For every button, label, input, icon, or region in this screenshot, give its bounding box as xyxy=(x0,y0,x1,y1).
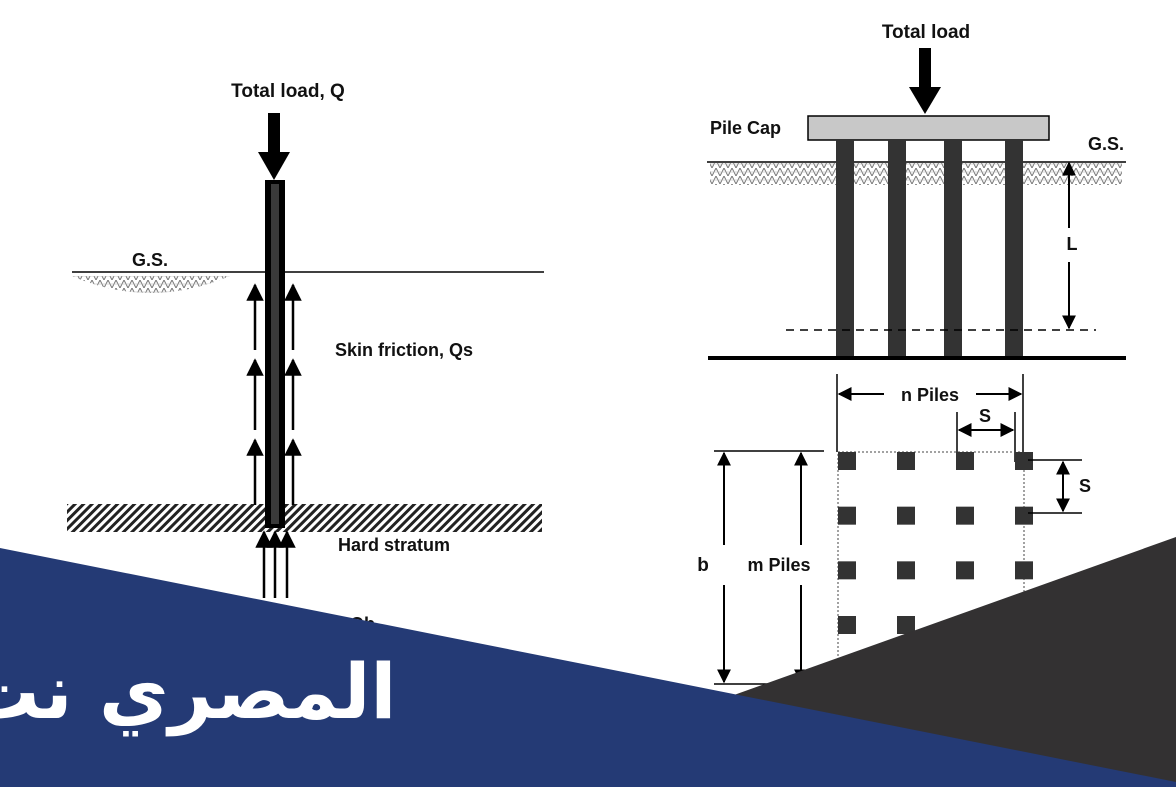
ground-surface xyxy=(72,271,544,293)
single-pile-diagram: Total load, Q G.S. Skin friction, Qs xyxy=(67,81,544,634)
width-b-label: b xyxy=(697,555,709,576)
pile-group-elevation: Total load Pile Cap G.S. L xyxy=(707,22,1126,360)
pile-plan-square xyxy=(897,561,915,580)
pile-cap-label: Pile Cap xyxy=(710,118,781,138)
group-piles xyxy=(836,140,1023,360)
pile-plan-square xyxy=(956,452,974,470)
pile-plan-square xyxy=(897,506,915,525)
skin-friction-arrows xyxy=(246,283,302,505)
length-label: L xyxy=(1067,234,1078,254)
pile xyxy=(265,180,285,528)
pile-group-plan: n Piles S b m Piles S xyxy=(697,374,1091,693)
pile-plan-square xyxy=(838,452,856,470)
pile-plan-square xyxy=(1015,506,1033,525)
pile-plan-square xyxy=(1015,561,1033,580)
hard-stratum-label: Hard stratum xyxy=(338,535,450,555)
skin-friction-label: Skin friction, Qs xyxy=(335,340,473,360)
spacing-x-label: S xyxy=(979,406,991,426)
pile-cap xyxy=(807,115,1050,141)
pile-plan-square xyxy=(897,452,915,470)
end-bearing-arrows xyxy=(255,530,296,598)
pile-plan-square xyxy=(838,561,856,580)
total-load-q-label: Total load, Q xyxy=(231,81,345,102)
hard-stratum-layer xyxy=(67,504,542,532)
ground-surface-label: G.S. xyxy=(1088,134,1124,154)
load-arrow-icon xyxy=(258,113,290,180)
watermark-banner: المصري نت xyxy=(0,537,1176,787)
pile-plan-square xyxy=(956,561,974,580)
pile-plan-square xyxy=(1015,452,1033,470)
m-piles-label: m Piles xyxy=(747,555,810,575)
pile-plan-square xyxy=(838,506,856,525)
watermark-logo-text: المصري نت xyxy=(0,647,396,737)
pile-plan-square xyxy=(956,506,974,525)
pile-plan-square xyxy=(897,616,915,634)
pile-plan-square xyxy=(838,616,856,634)
watermark-blue-shape xyxy=(0,548,1176,787)
n-piles-label: n Piles xyxy=(901,385,959,405)
ground-soil xyxy=(710,163,1122,185)
ground-surface-label: G.S. xyxy=(132,250,168,270)
load-arrow-icon xyxy=(909,48,941,114)
total-load-label: Total load xyxy=(882,22,970,43)
spacing-y-label: S xyxy=(1079,476,1091,496)
